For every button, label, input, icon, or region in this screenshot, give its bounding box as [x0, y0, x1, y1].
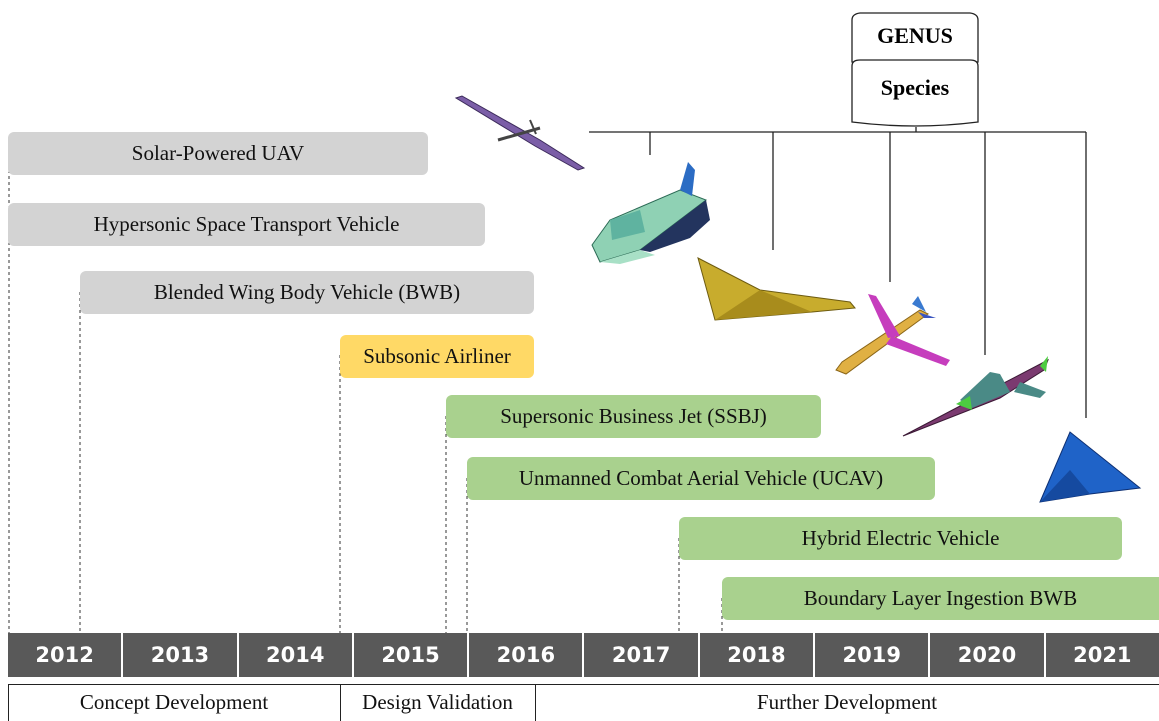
- ssbj-icon: [902, 356, 1049, 437]
- bar-ucav: Unmanned Combat Aerial Vehicle (UCAV): [467, 457, 935, 500]
- species-shape: [851, 59, 979, 127]
- year-timeline: 2012 2013 2014 2015 2016 2017 2018 2019 …: [8, 633, 1159, 677]
- phase-divider: [535, 684, 536, 721]
- bar-boundary-layer-ingestion: Boundary Layer Ingestion BWB: [722, 577, 1159, 620]
- ucav-icon: [1039, 431, 1142, 503]
- airliner-icon: [835, 294, 950, 375]
- phase-design-validation: Design Validation: [362, 690, 513, 714]
- phase-divider-top: [8, 684, 1159, 685]
- year-2019: 2019: [815, 633, 931, 677]
- year-2021: 2021: [1073, 643, 1132, 667]
- bar-supersonic-business-jet: Supersonic Business Jet (SSBJ): [446, 395, 821, 438]
- year-2018: 2018: [700, 633, 816, 677]
- phase-divider: [8, 684, 9, 721]
- year-2012: 2012: [8, 633, 124, 677]
- bar-hybrid-electric: Hybrid Electric Vehicle: [679, 517, 1122, 560]
- species-label: Species: [880, 75, 950, 100]
- year-2016: 2016: [469, 633, 585, 677]
- phase-divider: [340, 684, 341, 721]
- genus-shape: [851, 12, 979, 63]
- genus-label: GENUS: [877, 23, 953, 48]
- bar-solar-powered-uav: Solar-Powered UAV: [8, 132, 428, 175]
- phase-further-development: Further Development: [756, 690, 938, 714]
- bwb-icon: [697, 257, 856, 321]
- year-2020: 2020: [930, 633, 1046, 677]
- bar-subsonic-airliner: Subsonic Airliner: [340, 335, 534, 378]
- year-2017: 2017: [584, 633, 700, 677]
- bar-blended-wing-body: Blended Wing Body Vehicle (BWB): [80, 271, 534, 314]
- year-2015: 2015: [354, 633, 470, 677]
- bar-hypersonic-transport: Hypersonic Space Transport Vehicle: [8, 203, 485, 246]
- space-shuttle-icon: [591, 162, 710, 264]
- year-2014: 2014: [239, 633, 354, 677]
- phase-concept-development: Concept Development: [79, 690, 269, 714]
- year-2013: 2013: [123, 633, 239, 677]
- species-tree: [589, 12, 1087, 418]
- solar-uav-icon: [454, 95, 586, 171]
